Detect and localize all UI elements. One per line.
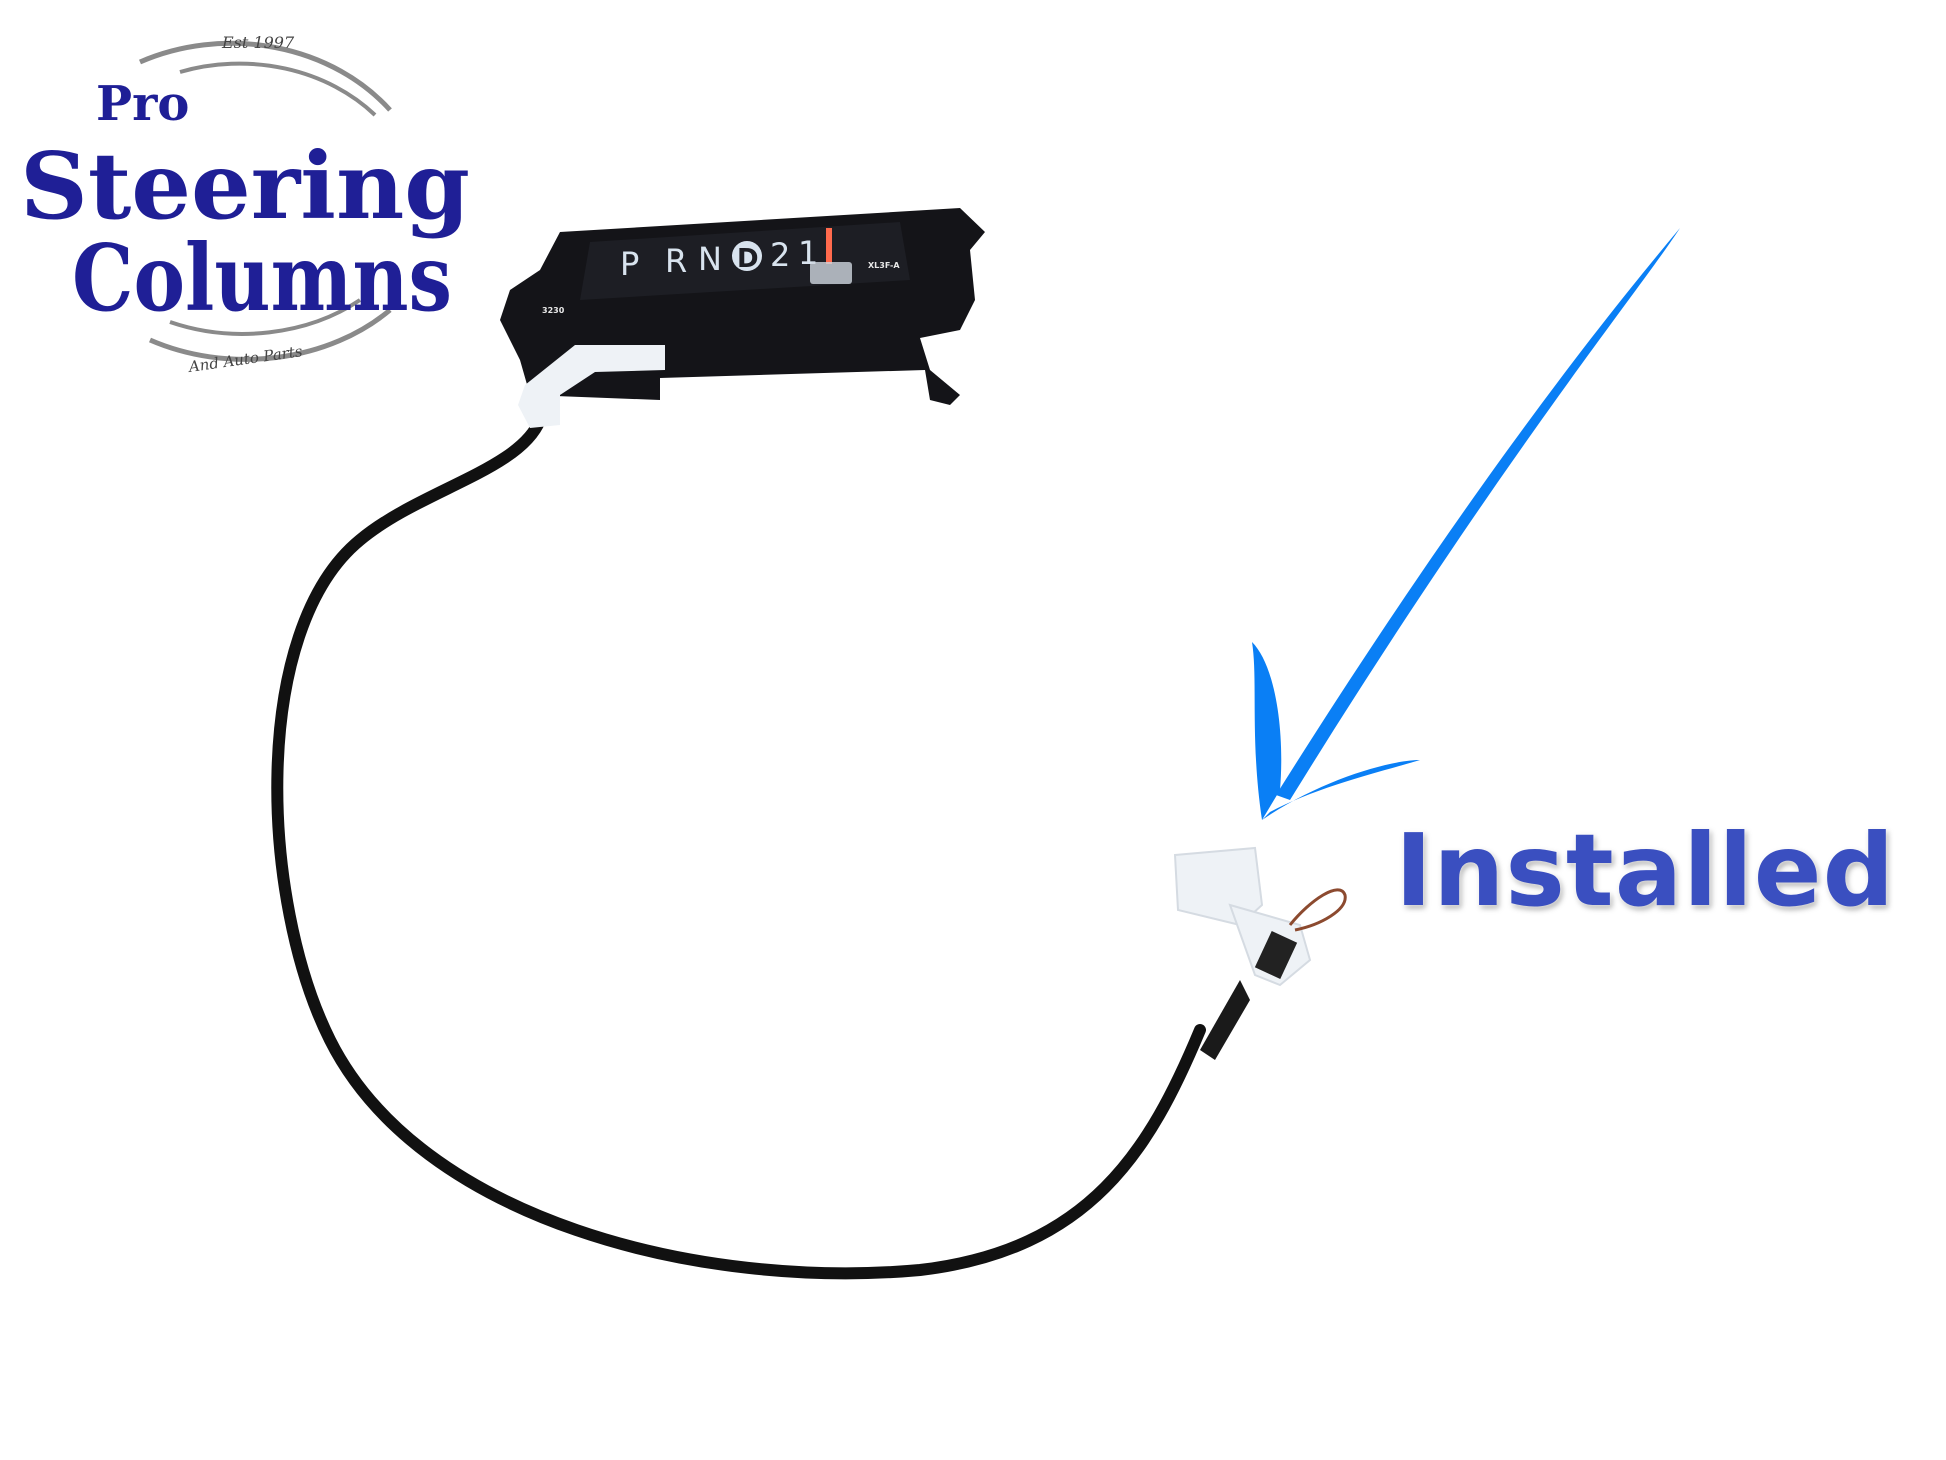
brand-logo: Est 1997 Pro Steering Columns And Auto P… (0, 0, 500, 400)
logo-ring-arc-top-outer (139, 40, 392, 112)
logo-graphic: Est 1997 Pro Steering Columns And Auto P… (20, 33, 470, 376)
logo-ring-arc-bottom-outer (149, 308, 392, 362)
installed-label: Installed (1395, 812, 1896, 929)
gear-r: R (665, 242, 687, 280)
logo-established: Est 1997 (221, 33, 295, 52)
logo-ring-arc-top-inner (179, 61, 377, 117)
gear-2: 2 (770, 236, 790, 274)
gear-pointer (826, 228, 832, 264)
pointer-carrier (810, 262, 852, 284)
shift-indicator-housing: P R N D 2 1 3230 XL3F-A (500, 208, 985, 428)
housing-label-right: XL3F-A (868, 261, 900, 270)
gear-n: N (698, 240, 722, 278)
logo-line-columns: Columns (72, 224, 452, 332)
cable-adjuster (1200, 980, 1250, 1060)
cable-end-fitting (1173, 846, 1347, 1060)
selected-gear-highlight (732, 241, 762, 271)
end-fitting-lock (1254, 930, 1298, 980)
logo-line-steering: Steering (20, 132, 470, 240)
shift-cable (271, 414, 1206, 1280)
annotation-arrow (1252, 228, 1680, 820)
arrow-shaft (1276, 228, 1680, 800)
housing-cable-clip (518, 345, 665, 428)
gear-p: P (620, 245, 639, 283)
gear-d: D (737, 244, 759, 274)
arrow-head-left (1252, 642, 1282, 820)
housing-label-left: 3230 (542, 306, 565, 315)
end-fitting-wire-loop (1288, 888, 1347, 932)
logo-ring-arc-bottom-inner (169, 298, 362, 336)
logo-line-pro: Pro (96, 76, 189, 132)
